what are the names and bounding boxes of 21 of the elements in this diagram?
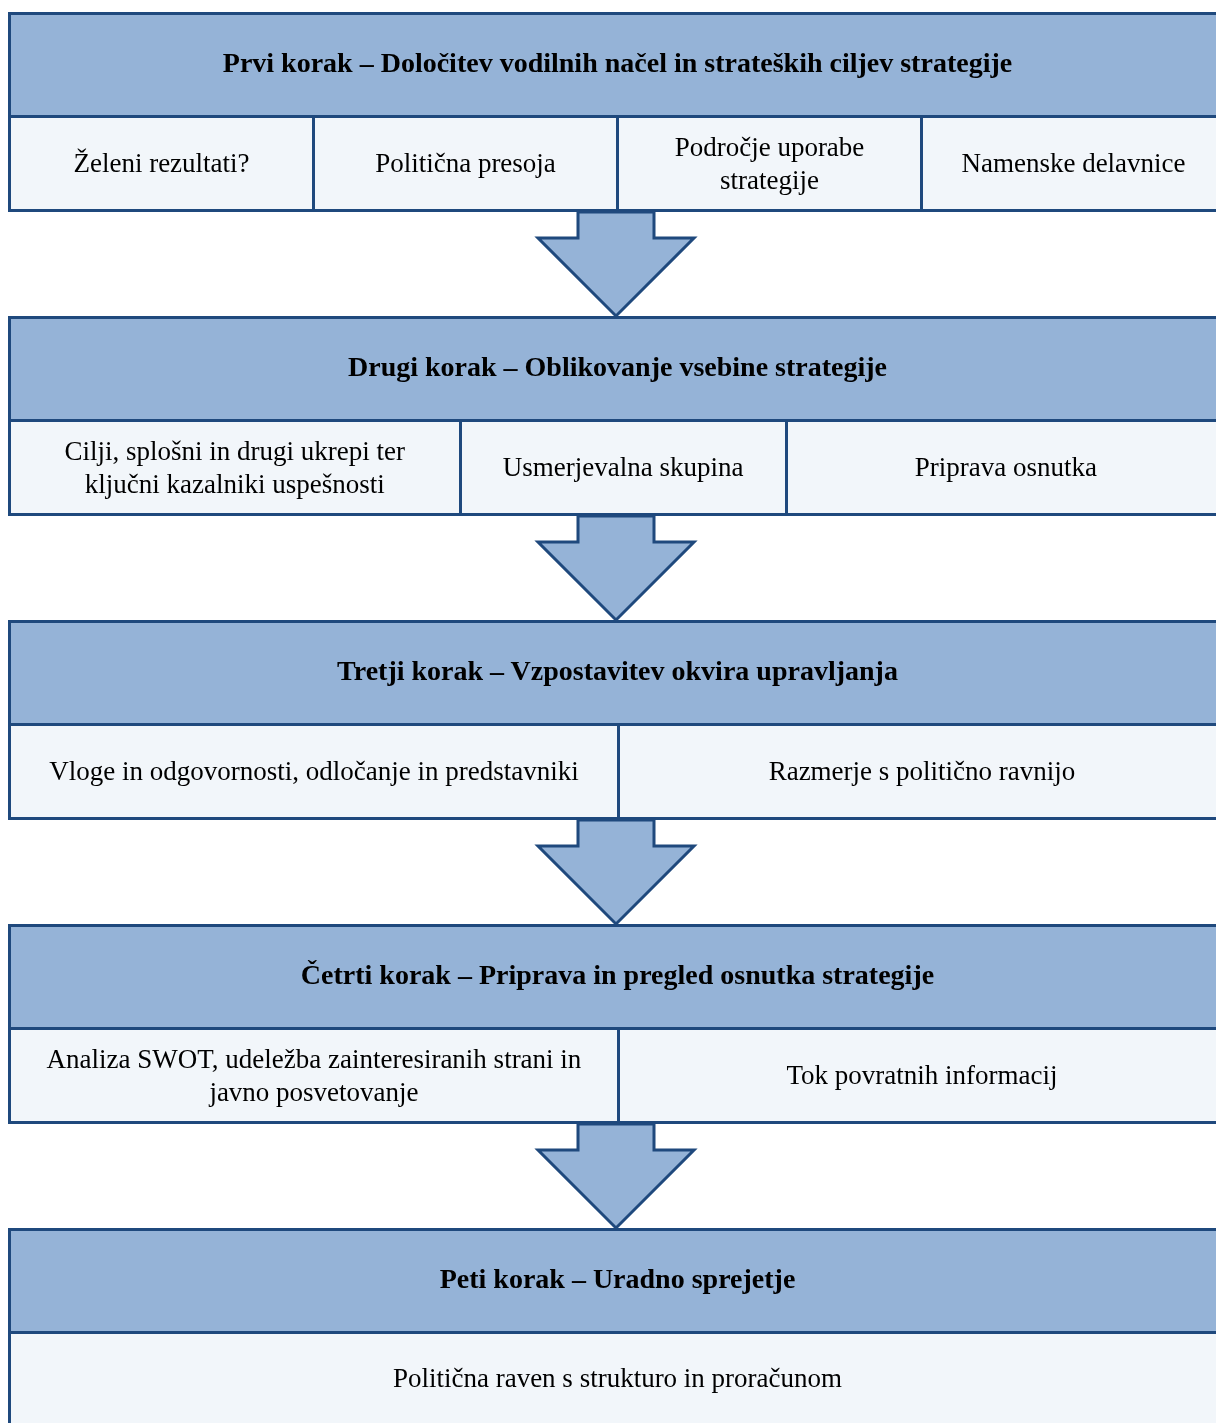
step-item: Analiza SWOT, udeležba zainteresiranih strani in javno posvetovanje (11, 1030, 617, 1121)
step-header: Drugi korak – Oblikovanje vsebine strategije (11, 319, 1216, 422)
step-panel (8, 1228, 1216, 1423)
step-panel (8, 620, 1216, 820)
block-arrow (534, 514, 698, 623)
step-item: Priprava osnutka (784, 422, 1216, 513)
step-header: Peti korak – Uradno sprejetje (11, 1231, 1216, 1334)
step-panel (8, 924, 1216, 1124)
step-header: Prvi korak – Določitev vodilnih načel in strateških ciljev strategije (11, 15, 1216, 118)
step-item: Želeni rezultati? (11, 118, 312, 209)
step-header: Četrti korak – Priprava in pregled osnutka strategije (11, 927, 1216, 1030)
block-arrow (534, 210, 698, 319)
step-panel (8, 316, 1216, 516)
step-item: Cilji, splošni in drugi ukrepi ter ključni kazalniki uspešnosti (11, 422, 459, 513)
step-panel (8, 12, 1216, 212)
step-item: Politična raven s strukturo in proračunom (11, 1334, 1216, 1423)
step-item: Vloge in odgovornosti, odločanje in predstavniki (11, 726, 617, 817)
block-arrow (534, 1122, 698, 1231)
block-arrow (534, 818, 698, 927)
step-header: Tretji korak – Vzpostavitev okvira upravljanja (11, 623, 1216, 726)
step-item: Namenske delavnice (920, 118, 1216, 209)
